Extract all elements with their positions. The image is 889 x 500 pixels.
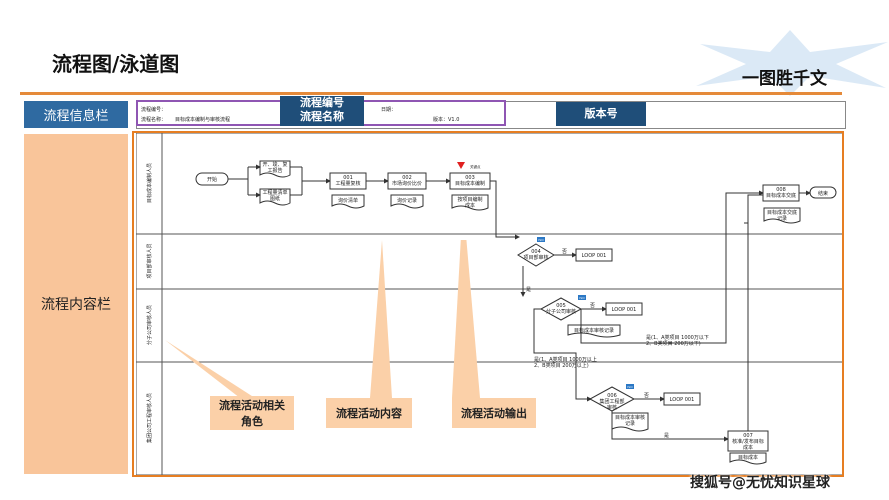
doc-reports [259, 160, 291, 178]
loop-006 [663, 392, 701, 406]
version-label: 版本：V1.0 [433, 117, 460, 123]
loop-004-label: LOOP 001 [582, 253, 607, 259]
content-sidebar: 流程内容栏 [24, 134, 128, 474]
loop-006-label: LOOP 001 [670, 397, 695, 403]
output-008 [763, 207, 801, 224]
loop-005 [605, 302, 643, 316]
no-label-006: 否 [644, 393, 649, 399]
lane-label-2: 项目部审核人员 [146, 243, 153, 278]
star-burst-icon [696, 30, 888, 96]
no-label-005: 否 [590, 303, 595, 309]
content-highlight-frame [132, 131, 844, 477]
end-node [809, 186, 837, 199]
doc-reports-label: 开、竣、复工报告 [262, 161, 287, 174]
yes-label-006: 是 [664, 433, 669, 439]
iso-badge-005-label: ISO [579, 296, 585, 300]
role-callout: 流程活动相关 角色 [210, 396, 294, 430]
output-007 [729, 452, 767, 465]
field-name-label: 流程名称： [141, 117, 167, 123]
output-002-label: 询价记录 [397, 197, 417, 204]
output-callout: 流程活动输出 [452, 398, 536, 428]
output-003 [451, 194, 489, 211]
step-005 [539, 297, 583, 321]
activity-pointer [370, 240, 392, 398]
output-pointer [452, 240, 480, 398]
info-sidebar: 流程信息栏 [24, 101, 128, 128]
slogan: 一图胜千文 [742, 69, 827, 89]
loop-004 [575, 248, 613, 262]
role-pointer [165, 340, 255, 398]
activity-callout: 流程活动内容 [326, 398, 412, 428]
callout-pointers [165, 240, 480, 398]
output-002 [390, 194, 424, 209]
doc-bill-label: 工程量清单图纸 [262, 189, 287, 202]
field-name-value: 目标成本编制与审核流程 [175, 117, 231, 123]
iso-badge-005 [578, 295, 586, 300]
lane-label-3: 分子公司审核人员 [146, 305, 153, 345]
info-sidebar-label: 流程信息栏 [43, 109, 109, 124]
code-name-callout: 流程编号 流程名称 [280, 96, 364, 126]
key-point-flag-label: 关键点 [470, 164, 481, 169]
output-003-label: 按项目编制成本 [457, 196, 482, 209]
version-callout: 版本号 [556, 102, 646, 126]
lane-label-4: 集团公司工程审核人员 [146, 393, 153, 443]
step-004 [517, 243, 555, 267]
iso-badge-006-label: ISO [627, 385, 633, 389]
watermark: 搜狐号@无忧知识星球 [690, 475, 830, 491]
no-label-004: 否 [562, 249, 567, 255]
output-006 [611, 412, 649, 432]
key-point-flag [457, 162, 465, 169]
output-001 [331, 194, 365, 209]
title-divider [20, 92, 842, 95]
doc-bill [259, 188, 291, 206]
lane-label-1: 目标成本编制人员 [146, 163, 153, 203]
content-sidebar-label: 流程内容栏 [41, 297, 111, 313]
field-code-label: 流程编号： [141, 107, 167, 113]
loop-005-label: LOOP 001 [612, 307, 637, 313]
page-title: 流程图/泳道图 [52, 52, 180, 76]
output-007-label: 目标成本 [738, 454, 758, 461]
yes-label-004: 是 [526, 287, 531, 293]
output-006-label: 目标成本审核记录 [615, 414, 645, 427]
start-label: 开始 [207, 176, 217, 183]
iso-badge-004 [537, 237, 545, 242]
end-label: 结束 [818, 190, 828, 197]
iso-badge-006 [626, 384, 634, 389]
iso-badge-004-label: ISO [538, 238, 544, 242]
date-label: 日期： [381, 107, 397, 113]
output-005-label: 目标成本审核记录 [574, 327, 614, 334]
output-008-label: 目标成本交底记录 [767, 209, 797, 222]
output-001-label: 询价清单 [338, 197, 358, 204]
